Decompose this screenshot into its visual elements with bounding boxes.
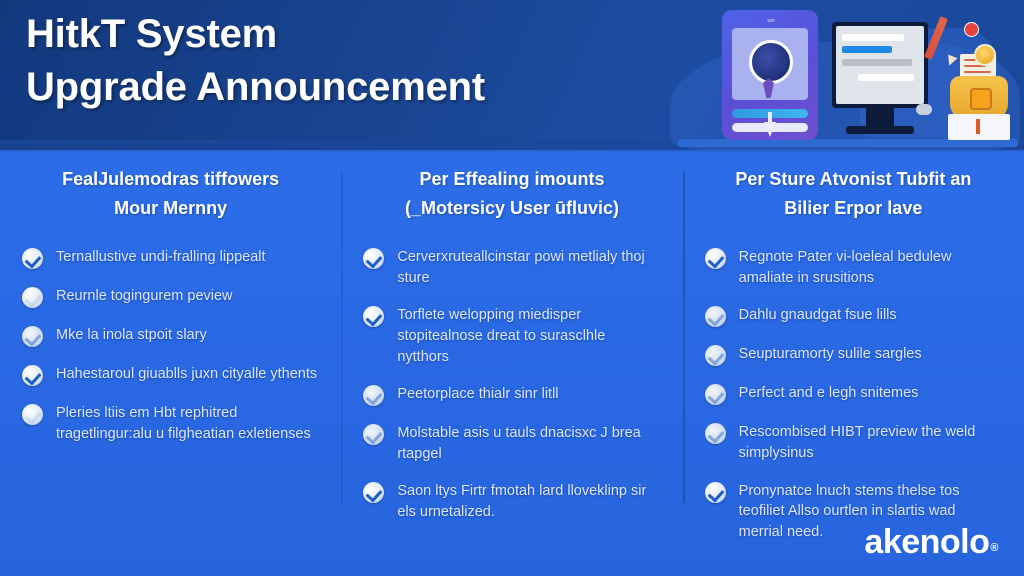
check-circle-icon xyxy=(22,365,43,387)
avatar-tie-shape xyxy=(763,78,774,98)
list-item-label: Pronynatce lnuch stems thelse tos teofil… xyxy=(738,482,960,540)
registered-mark-icon: ® xyxy=(990,542,998,554)
check-circle-icon xyxy=(704,345,726,367)
download-arrow-icon xyxy=(764,122,776,137)
list-item-label: Perfect and e legh snitemes xyxy=(738,385,919,402)
list-item-label: Regnote Pater vi-loeleal bedulew amaliat… xyxy=(738,249,952,286)
pedestal-marker xyxy=(976,119,980,134)
brand-logo-text: akenolo xyxy=(864,523,990,561)
page-title: HitkT System Upgrade Announcement xyxy=(26,8,706,114)
list-item: Cerverxruteallcinstar powi metlialy thoj… xyxy=(363,247,660,288)
check-circle-icon xyxy=(363,248,385,270)
list-item-label: Mke la inola stpoit slary xyxy=(56,327,207,344)
list-item: Molstable asis u tauls dnacisxc J brea r… xyxy=(363,423,660,464)
list-item: Torflete welopping miedisper stopitealno… xyxy=(363,305,660,367)
list-item: Rescombised HIBT preview the weld simply… xyxy=(704,422,1002,463)
list-item: Mke la inola stpoit slary xyxy=(22,325,319,348)
column-3-bullet-list: Regnote Pater vi-loeleal bedulew amaliat… xyxy=(704,247,1002,543)
check-circle-icon xyxy=(363,385,385,407)
list-item-label: Molstable asis u tauls dnacisxc J brea r… xyxy=(397,425,641,462)
column-1-bullet-list: Ternallustive undi-fralling lippealt Reu… xyxy=(22,247,319,444)
column-1: FealJulemodras tiffowers Mour Mernny Ter… xyxy=(0,165,341,520)
list-item: Regnote Pater vi-loeleal bedulew amaliat… xyxy=(704,247,1002,288)
monitor-form-row xyxy=(842,59,912,66)
check-circle-icon xyxy=(363,482,385,504)
list-item: Ternallustive undi-fralling lippealt xyxy=(22,247,319,270)
column-2-heading: Per Effealing imounts (_Motersicy User ū… xyxy=(363,165,660,223)
document-line xyxy=(964,65,986,67)
list-item: Saon ltys Firtr fmotah lard lloveklinp s… xyxy=(363,481,660,522)
check-circle-icon xyxy=(704,384,726,406)
column-3: Per Sture Atvonist Tubfit an Bilier Erpo… xyxy=(682,165,1024,540)
list-item-label: Peetorplace thialr sinr litll xyxy=(397,386,559,403)
column-2-heading-line-1: Per Effealing imounts xyxy=(419,169,605,189)
check-circle-icon xyxy=(704,248,726,270)
check-circle-icon xyxy=(22,326,43,348)
check-circle-icon xyxy=(704,306,726,328)
column-2-heading-line-2: (_Motersicy User ūfluvic) xyxy=(404,198,620,219)
monitor-form-row xyxy=(842,34,904,41)
mouse-icon xyxy=(916,104,932,115)
list-item: Pleries ltiis em Hbt rephitred tragetlin… xyxy=(22,403,319,444)
desktop-monitor-icon xyxy=(832,22,928,108)
device-upgrade-illustration xyxy=(660,0,1024,152)
check-circle-icon xyxy=(704,481,726,503)
monitor-form-row-highlight xyxy=(842,46,892,53)
column-3-heading: Per Sture Atvonist Tubfit an Bilier Erpo… xyxy=(705,165,1002,223)
feature-columns: FealJulemodras tiffowers Mour Mernny Ter… xyxy=(0,165,1024,540)
list-item: Reurnle togingurem peview xyxy=(22,286,319,309)
column-1-heading-line-2: Mour Mernny xyxy=(114,198,228,219)
check-circle-icon xyxy=(22,287,43,309)
document-line xyxy=(964,71,991,73)
list-item-label: Pleries ltiis em Hbt rephitred tragetlin… xyxy=(56,405,311,442)
robot-face-icon xyxy=(970,88,992,110)
avatar xyxy=(749,40,793,84)
list-item-label: Hahestaroul giuablls juxn cityalle ythen… xyxy=(56,366,318,383)
list-item: Hahestaroul giuablls juxn cityalle ythen… xyxy=(22,364,319,387)
list-item: Seupturamorty sulile sargles xyxy=(704,344,1002,367)
download-arrow-stem-icon xyxy=(768,112,772,126)
column-2: Per Effealing imounts (_Motersicy User ū… xyxy=(341,165,682,520)
notification-badge-icon xyxy=(964,22,979,37)
page-title-line-1: HitkT System xyxy=(26,12,278,56)
check-circle-icon xyxy=(363,306,385,328)
list-item-label: Dahlu gnaudgat fsue lills xyxy=(738,307,897,324)
monitor-stand-base xyxy=(846,126,914,134)
list-item-label: Seupturamorty sulile sargles xyxy=(738,346,922,363)
list-item-label: Cerverxruteallcinstar powi metlialy thoj… xyxy=(397,249,645,286)
brand-logo: akenolo® xyxy=(864,523,998,562)
tablet-camera-dot xyxy=(767,19,775,22)
list-item-label: Ternallustive undi-fralling lippealt xyxy=(56,249,266,266)
monitor-form-row xyxy=(858,74,914,81)
check-circle-icon xyxy=(704,423,726,445)
monitor-stand-neck xyxy=(866,108,894,128)
list-item: Perfect and e legh snitemes xyxy=(704,383,1002,406)
list-item-label: Saon ltys Firtr fmotah lard lloveklinp s… xyxy=(397,483,647,520)
list-item-label: Torflete welopping miedisper stopitealno… xyxy=(397,307,606,365)
monitor-screen xyxy=(836,26,924,104)
list-item: Pronynatce lnuch stems thelse tos teofil… xyxy=(704,481,1002,543)
coin-badge-icon xyxy=(974,44,996,66)
column-1-heading-line-1: FealJulemodras tiffowers xyxy=(62,169,280,189)
check-circle-icon xyxy=(22,248,43,270)
check-circle-icon xyxy=(22,404,43,426)
column-2-bullet-list: Cerverxruteallcinstar powi metlialy thoj… xyxy=(363,247,660,522)
page-title-line-2: Upgrade Announcement xyxy=(26,65,485,110)
list-item: Peetorplace thialr sinr litll xyxy=(363,384,660,407)
check-circle-icon xyxy=(363,424,385,446)
column-1-heading: FealJulemodras tiffowers Mour Mernny xyxy=(22,165,319,223)
column-3-heading-line-1: Per Sture Atvonist Tubfit an xyxy=(735,169,972,189)
list-item-label: Reurnle togingurem peview xyxy=(56,288,233,305)
illustration-shelf xyxy=(678,139,1018,147)
list-item-label: Rescombised HIBT preview the weld simply… xyxy=(738,424,976,462)
list-item: Dahlu gnaudgat fsue lills xyxy=(704,305,1002,328)
column-3-heading-line-2: Bilier Erpor lave xyxy=(784,198,923,219)
